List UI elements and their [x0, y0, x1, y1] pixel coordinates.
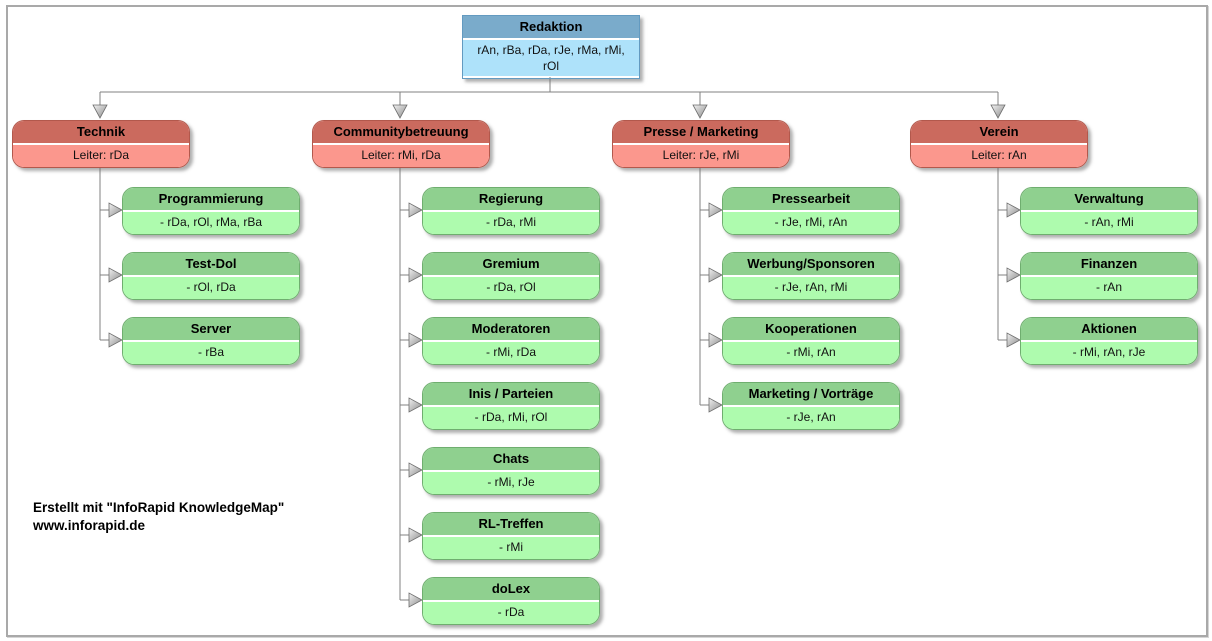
- node-title: Moderatoren: [423, 318, 599, 342]
- arrow-right-icon: [408, 332, 423, 348]
- arrow-right-icon: [708, 267, 723, 283]
- arrow-right-icon: [1006, 202, 1021, 218]
- node-title: Kooperationen: [723, 318, 899, 342]
- child-regierung[interactable]: Regierung - rDa, rMi: [422, 187, 600, 235]
- arrow-right-icon: [1006, 332, 1021, 348]
- credit-text: Erstellt mit "InfoRapid KnowledgeMap" ww…: [33, 499, 284, 535]
- arrowheads: [92, 104, 1021, 608]
- node-title: Verein: [911, 121, 1087, 145]
- node-members: - rJe, rAn: [723, 407, 899, 429]
- node-redaktion[interactable]: Redaktion rAn, rBa, rDa, rJe, rMa, rMi, …: [462, 15, 640, 79]
- node-title: Werbung/Sponsoren: [723, 253, 899, 277]
- node-members: - rMi: [423, 537, 599, 559]
- credit-line1: Erstellt mit "InfoRapid KnowledgeMap": [33, 500, 285, 515]
- arrow-right-icon: [108, 332, 123, 348]
- arrow-down-icon: [692, 104, 708, 119]
- arrow-right-icon: [708, 397, 723, 413]
- child-moderatoren[interactable]: Moderatoren - rMi, rDa: [422, 317, 600, 365]
- node-title: Gremium: [423, 253, 599, 277]
- arrow-right-icon: [108, 267, 123, 283]
- branch-verein[interactable]: Verein Leiter: rAn: [910, 120, 1088, 168]
- node-members: - rDa: [423, 602, 599, 624]
- node-title: Communitybetreuung: [313, 121, 489, 145]
- node-title: Pressearbeit: [723, 188, 899, 212]
- child-finanzen[interactable]: Finanzen - rAn: [1020, 252, 1198, 300]
- node-title: Technik: [13, 121, 189, 145]
- child-test-dol[interactable]: Test-Dol - rOl, rDa: [122, 252, 300, 300]
- node-title: Aktionen: [1021, 318, 1197, 342]
- child-chats[interactable]: Chats - rMi, rJe: [422, 447, 600, 495]
- node-leader: Leiter: rMi, rDa: [313, 145, 489, 167]
- node-members: - rJe, rAn, rMi: [723, 277, 899, 299]
- child-inis-parteien[interactable]: Inis / Parteien - rDa, rMi, rOl: [422, 382, 600, 430]
- node-members: - rMi, rDa: [423, 342, 599, 364]
- node-members: - rOl, rDa: [123, 277, 299, 299]
- arrow-right-icon: [1006, 267, 1021, 283]
- node-title: Presse / Marketing: [613, 121, 789, 145]
- credit-line2: www.inforapid.de: [33, 518, 146, 533]
- child-pressearbeit[interactable]: Pressearbeit - rJe, rMi, rAn: [722, 187, 900, 235]
- child-rl-treffen[interactable]: RL-Treffen - rMi: [422, 512, 600, 560]
- node-title: Chats: [423, 448, 599, 472]
- node-leader: Leiter: rAn: [911, 145, 1087, 167]
- node-members: - rAn, rMi: [1021, 212, 1197, 234]
- node-members: - rDa, rOl, rMa, rBa: [123, 212, 299, 234]
- node-title: Server: [123, 318, 299, 342]
- node-title: doLex: [423, 578, 599, 602]
- node-title: Inis / Parteien: [423, 383, 599, 407]
- arrow-right-icon: [408, 592, 423, 608]
- arrow-right-icon: [408, 527, 423, 543]
- arrow-right-icon: [408, 462, 423, 478]
- node-members: rAn, rBa, rDa, rJe, rMa, rMi, rOl: [463, 40, 639, 76]
- arrow-down-icon: [92, 104, 108, 119]
- node-members: - rAn: [1021, 277, 1197, 299]
- node-members: - rMi, rJe: [423, 472, 599, 494]
- arrow-right-icon: [408, 202, 423, 218]
- node-members: - rMi, rAn: [723, 342, 899, 364]
- child-werbung-sponsoren[interactable]: Werbung/Sponsoren - rJe, rAn, rMi: [722, 252, 900, 300]
- branch-technik[interactable]: Technik Leiter: rDa: [12, 120, 190, 168]
- node-title: Finanzen: [1021, 253, 1197, 277]
- node-members: - rMi, rAn, rJe: [1021, 342, 1197, 364]
- child-dolex[interactable]: doLex - rDa: [422, 577, 600, 625]
- arrow-right-icon: [408, 397, 423, 413]
- arrow-right-icon: [708, 332, 723, 348]
- child-aktionen[interactable]: Aktionen - rMi, rAn, rJe: [1020, 317, 1198, 365]
- branch-presse-marketing[interactable]: Presse / Marketing Leiter: rJe, rMi: [612, 120, 790, 168]
- branch-communitybetreuung[interactable]: Communitybetreuung Leiter: rMi, rDa: [312, 120, 490, 168]
- node-title: Redaktion: [463, 16, 639, 40]
- node-members: - rDa, rOl: [423, 277, 599, 299]
- node-title: Programmierung: [123, 188, 299, 212]
- arrow-right-icon: [708, 202, 723, 218]
- arrow-down-icon: [990, 104, 1006, 119]
- child-verwaltung[interactable]: Verwaltung - rAn, rMi: [1020, 187, 1198, 235]
- node-title: RL-Treffen: [423, 513, 599, 537]
- node-title: Test-Dol: [123, 253, 299, 277]
- child-kooperationen[interactable]: Kooperationen - rMi, rAn: [722, 317, 900, 365]
- child-programmierung[interactable]: Programmierung - rDa, rOl, rMa, rBa: [122, 187, 300, 235]
- node-title: Marketing / Vorträge: [723, 383, 899, 407]
- node-members: - rDa, rMi, rOl: [423, 407, 599, 429]
- node-title: Regierung: [423, 188, 599, 212]
- child-server[interactable]: Server - rBa: [122, 317, 300, 365]
- node-leader: Leiter: rJe, rMi: [613, 145, 789, 167]
- node-members: - rBa: [123, 342, 299, 364]
- child-marketing-vortraege[interactable]: Marketing / Vorträge - rJe, rAn: [722, 382, 900, 430]
- arrow-down-icon: [392, 104, 408, 119]
- child-gremium[interactable]: Gremium - rDa, rOl: [422, 252, 600, 300]
- arrow-right-icon: [408, 267, 423, 283]
- arrow-right-icon: [108, 202, 123, 218]
- node-members: - rJe, rMi, rAn: [723, 212, 899, 234]
- node-leader: Leiter: rDa: [13, 145, 189, 167]
- node-title: Verwaltung: [1021, 188, 1197, 212]
- node-members: - rDa, rMi: [423, 212, 599, 234]
